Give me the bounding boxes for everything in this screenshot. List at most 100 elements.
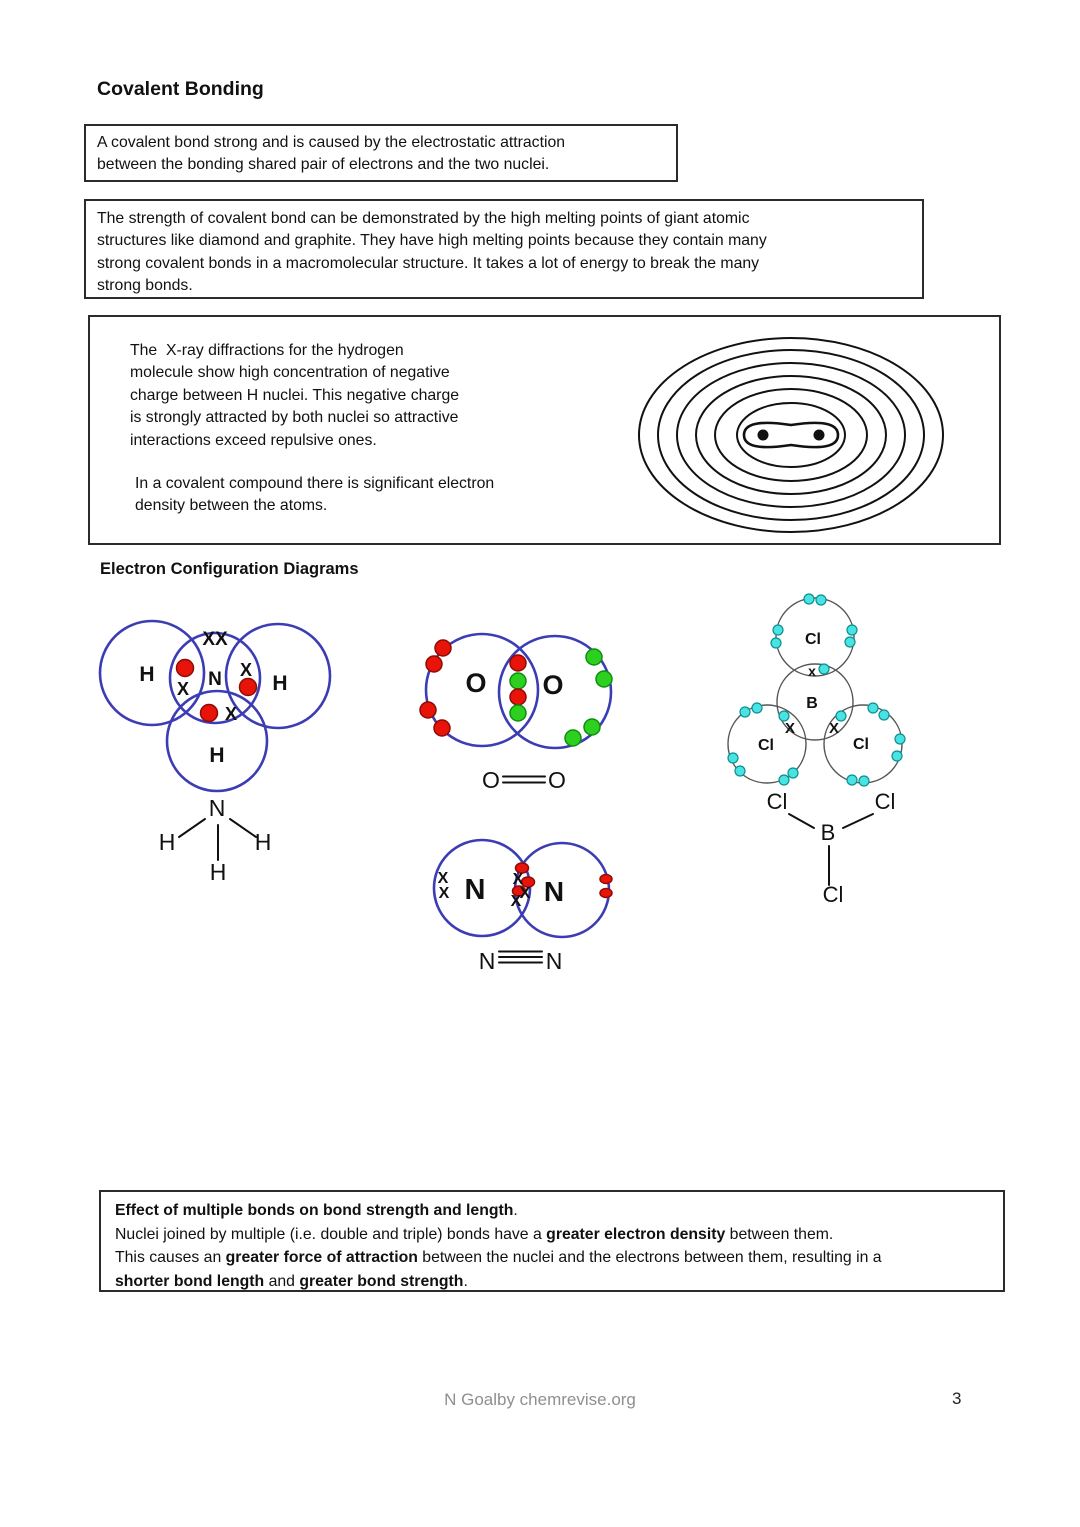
text-segment: between the nuclei and the electrons bet… [417, 1249, 882, 1267]
electron-cyan-dot [844, 636, 856, 648]
bold-text-segment: greater force of attraction [225, 1249, 418, 1267]
o-shell-circle [424, 632, 540, 748]
h-atom-label: H [210, 859, 227, 885]
shared-electron-red-dot [520, 876, 536, 888]
h-shell-circle [165, 689, 269, 793]
contour-ellipse [676, 362, 906, 508]
electron-red-dot [434, 639, 452, 657]
electron-cyan-dot [739, 706, 751, 718]
cl-shell-circle [775, 597, 855, 677]
bond-strength-text: The strength of covalent bond can be dem… [97, 210, 767, 295]
electron-cyan-dot [803, 593, 815, 605]
h-bottom-label: H [209, 744, 224, 767]
contour-ellipse [638, 337, 944, 533]
electron-density-contour-diagram [638, 337, 944, 533]
multiple-bonds-heading: Effect of multiple bonds on bond strengt… [115, 1202, 514, 1219]
shared-electron-red-dot [509, 654, 527, 672]
footer-credit: N Goalby chemrevise.org [444, 1390, 636, 1409]
electron-red-dot [599, 887, 613, 899]
covalent-definition-text: A covalent bond strong and is caused by … [97, 134, 566, 174]
electron-cyan-dot [778, 774, 790, 786]
bond-line [229, 818, 257, 838]
page-title: Covalent Bonding [97, 78, 264, 100]
nitrogen-structural-formula: N N [479, 948, 563, 974]
electron-red-dot [433, 719, 451, 737]
contour-peanut [742, 421, 840, 449]
electron-cyan-dot [846, 774, 858, 786]
h-atom-label: H [159, 829, 176, 855]
electron-cyan-dot [846, 624, 858, 636]
electron-cyan-dot [878, 709, 890, 721]
text-segment: between them. [725, 1225, 834, 1243]
bold-text-segment: shorter bond length [115, 1273, 265, 1291]
electron-cyan-dot [858, 775, 870, 787]
n-atom-label: N [546, 948, 563, 974]
bold-text-segment: greater electron density [546, 1225, 726, 1243]
nucleus-dot [757, 429, 769, 441]
b-label: B [806, 695, 818, 712]
n-label: N [208, 669, 222, 690]
electron-cyan-dot [894, 733, 906, 745]
nitrogen-dot-cross-diagram: N N X X X X X [432, 838, 613, 939]
bold-text-segment: greater bond strength [299, 1273, 464, 1291]
contour-ellipse [695, 375, 887, 495]
electron-x-mark: X [240, 660, 252, 680]
electron-cyan-dot [770, 637, 782, 649]
electron-green-dot [583, 718, 601, 736]
electron-cyan-dot [751, 702, 763, 714]
cl-atom-label: Cl [875, 789, 896, 814]
covalent-definition-box: A covalent bond strong and is caused by … [84, 124, 678, 182]
xray-paragraph-1: The X-ray diffractions for the hydrogen … [130, 342, 460, 449]
bond-line [178, 818, 206, 838]
b-shell-circle [776, 663, 854, 741]
electron-x-mark: x [808, 663, 816, 679]
h-right-label: H [272, 672, 287, 695]
contour-ellipse [714, 388, 868, 482]
section-heading: Electron Configuration Diagrams [100, 560, 359, 578]
electron-cyan-dot [815, 594, 827, 606]
electron-red-dot [599, 873, 613, 885]
electron-configuration-diagrams: XX H N H H X X X N H H H O O [98, 593, 906, 974]
electron-green-dot [595, 670, 613, 688]
electron-x-mark: X [438, 870, 449, 887]
shared-electron-red-dot [511, 885, 527, 897]
electron-x-mark: X [785, 720, 795, 737]
electron-red-dot [175, 658, 195, 678]
h-shell-circle [224, 622, 332, 730]
o-atom-label: O [482, 767, 500, 793]
electron-cyan-dot [734, 765, 746, 777]
electron-red-dot [425, 655, 443, 673]
nucleus-dot [813, 429, 825, 441]
n-atom-label: N [209, 795, 226, 821]
o-left-label: O [465, 668, 486, 698]
electron-cyan-dot [772, 624, 784, 636]
xray-paragraph-2: In a covalent compound there is signific… [135, 475, 495, 515]
shared-electron-cyan-dot [778, 710, 790, 722]
electron-red-dot [238, 677, 258, 697]
electron-cyan-dot [787, 767, 799, 779]
electron-x-mark: X [439, 885, 450, 902]
h-left-label: H [139, 663, 154, 686]
shared-electron-cyan-dot [818, 663, 830, 675]
n-right-label: N [544, 876, 564, 907]
electron-x-mark: X [177, 679, 189, 699]
oxygen-structural-formula: O O [482, 767, 566, 793]
text-segment: . [513, 1202, 518, 1219]
electron-green-dot [564, 729, 582, 747]
n-left-label: N [465, 874, 486, 906]
cl-atom-label: Cl [823, 882, 844, 907]
cl-bottom-left-label: Cl [758, 737, 774, 754]
cl-atom-label: Cl [767, 789, 788, 814]
electron-cyan-dot [867, 702, 879, 714]
n-shell-circle [432, 838, 532, 938]
oxygen-dot-cross-diagram: O O [419, 632, 613, 750]
xray-diffraction-box: The X-ray diffractions for the hydrogen … [88, 315, 1001, 545]
bond-strength-box: The strength of covalent bond can be dem… [84, 199, 924, 299]
bond-line [788, 813, 815, 829]
text-segment: . [463, 1273, 468, 1291]
bcl3-dot-cross-diagram: Cl B Cl Cl x X [727, 593, 906, 787]
electron-red-dot [419, 701, 437, 719]
contour-ellipse [736, 402, 846, 468]
electron-green-dot [585, 648, 603, 666]
